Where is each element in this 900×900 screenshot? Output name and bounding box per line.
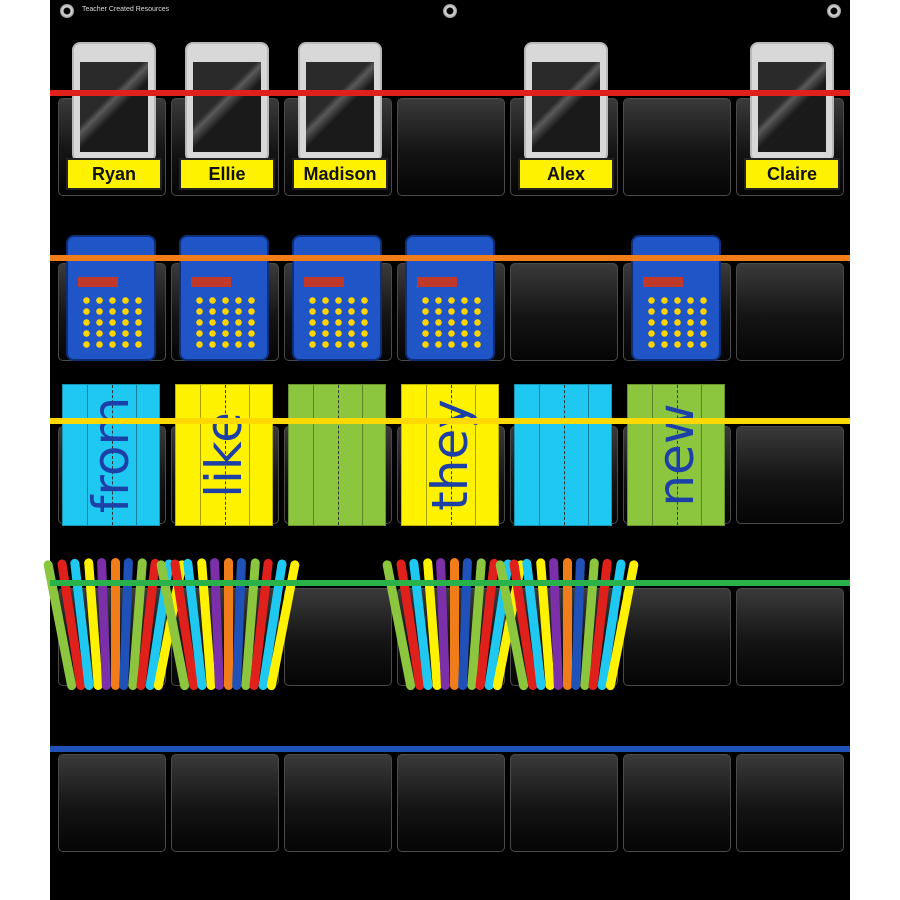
- card-dashed-line: [451, 385, 452, 525]
- calculator-display: [643, 277, 683, 287]
- craft-sticks: [155, 550, 301, 691]
- name-card: Ellie: [179, 158, 275, 190]
- calculator-icon: [405, 235, 495, 361]
- card-dashed-line: [112, 385, 113, 525]
- name-card: Ryan: [66, 158, 162, 190]
- craft-stick: [223, 558, 233, 690]
- phone-icon: [298, 42, 382, 162]
- card-dashed-line: [225, 385, 226, 525]
- pocket[interactable]: [510, 754, 618, 852]
- card-line: [136, 385, 137, 525]
- card-line: [588, 385, 589, 525]
- colored-strip: [50, 418, 850, 424]
- pocket[interactable]: [171, 754, 279, 852]
- card-line: [475, 385, 476, 525]
- calculator-display: [304, 277, 344, 287]
- card-line: [249, 385, 250, 525]
- craft-sticks: [381, 550, 527, 691]
- word-card: they: [401, 384, 499, 526]
- card-line: [313, 385, 314, 525]
- grommet-icon: [60, 4, 74, 18]
- card-dashed-line: [564, 385, 565, 525]
- calculator-icon: [292, 235, 382, 361]
- phone-screen: [193, 62, 261, 152]
- pocket[interactable]: [284, 754, 392, 852]
- card-line: [362, 385, 363, 525]
- craft-stick: [562, 558, 572, 690]
- card-line: [426, 385, 427, 525]
- pocket[interactable]: [284, 588, 392, 686]
- pocket[interactable]: [397, 98, 505, 196]
- pocket[interactable]: [623, 588, 731, 686]
- pocket[interactable]: [736, 588, 844, 686]
- calculator-keys: [80, 295, 144, 351]
- word-card: [514, 384, 612, 526]
- card-line: [539, 385, 540, 525]
- calculator-icon: [66, 235, 156, 361]
- card-line: [701, 385, 702, 525]
- craft-stick: [110, 558, 120, 690]
- colored-strip: [50, 746, 850, 752]
- pocket[interactable]: [736, 263, 844, 361]
- name-card: Claire: [744, 158, 840, 190]
- calculator-icon: [179, 235, 269, 361]
- phone-screen: [758, 62, 826, 152]
- sight-word: they: [421, 399, 479, 511]
- card-dashed-line: [677, 385, 678, 525]
- phone-icon: [750, 42, 834, 162]
- word-card: from: [62, 384, 160, 526]
- grommet-icon: [827, 4, 841, 18]
- grommet-icon: [443, 4, 457, 18]
- phone-screen: [80, 62, 148, 152]
- craft-sticks: [494, 550, 640, 691]
- sight-word: from: [82, 396, 140, 514]
- phone-icon: [524, 42, 608, 162]
- colored-strip: [50, 90, 850, 96]
- phone-screen: [306, 62, 374, 152]
- sight-word: like: [195, 412, 253, 498]
- word-card: [288, 384, 386, 526]
- calculator-keys: [645, 295, 709, 351]
- phone-screen: [532, 62, 600, 152]
- colored-strip: [50, 580, 850, 586]
- phone-icon: [72, 42, 156, 162]
- calculator-icon: [631, 235, 721, 361]
- pocket[interactable]: [58, 754, 166, 852]
- pocket[interactable]: [623, 98, 731, 196]
- craft-stick: [449, 558, 459, 690]
- card-dashed-line: [338, 385, 339, 525]
- pocket-chart: Teacher Created Resources Ryan Ellie Madis…: [42, 0, 850, 900]
- pocket[interactable]: [736, 754, 844, 852]
- calculator-display: [417, 277, 457, 287]
- word-card: like: [175, 384, 273, 526]
- word-card: new: [627, 384, 725, 526]
- calculator-keys: [306, 295, 370, 351]
- calculator-keys: [193, 295, 257, 351]
- pocket[interactable]: [397, 754, 505, 852]
- card-line: [87, 385, 88, 525]
- phone-icon: [185, 42, 269, 162]
- card-line: [200, 385, 201, 525]
- calculator-display: [191, 277, 231, 287]
- brand-label: Teacher Created Resources: [82, 6, 170, 13]
- name-card: Madison: [292, 158, 388, 190]
- pocket[interactable]: [510, 263, 618, 361]
- card-line: [652, 385, 653, 525]
- colored-strip: [50, 255, 850, 261]
- name-card: Alex: [518, 158, 614, 190]
- calculator-keys: [419, 295, 483, 351]
- pocket[interactable]: [736, 426, 844, 524]
- pocket[interactable]: [623, 754, 731, 852]
- calculator-display: [78, 277, 118, 287]
- craft-sticks: [42, 550, 188, 691]
